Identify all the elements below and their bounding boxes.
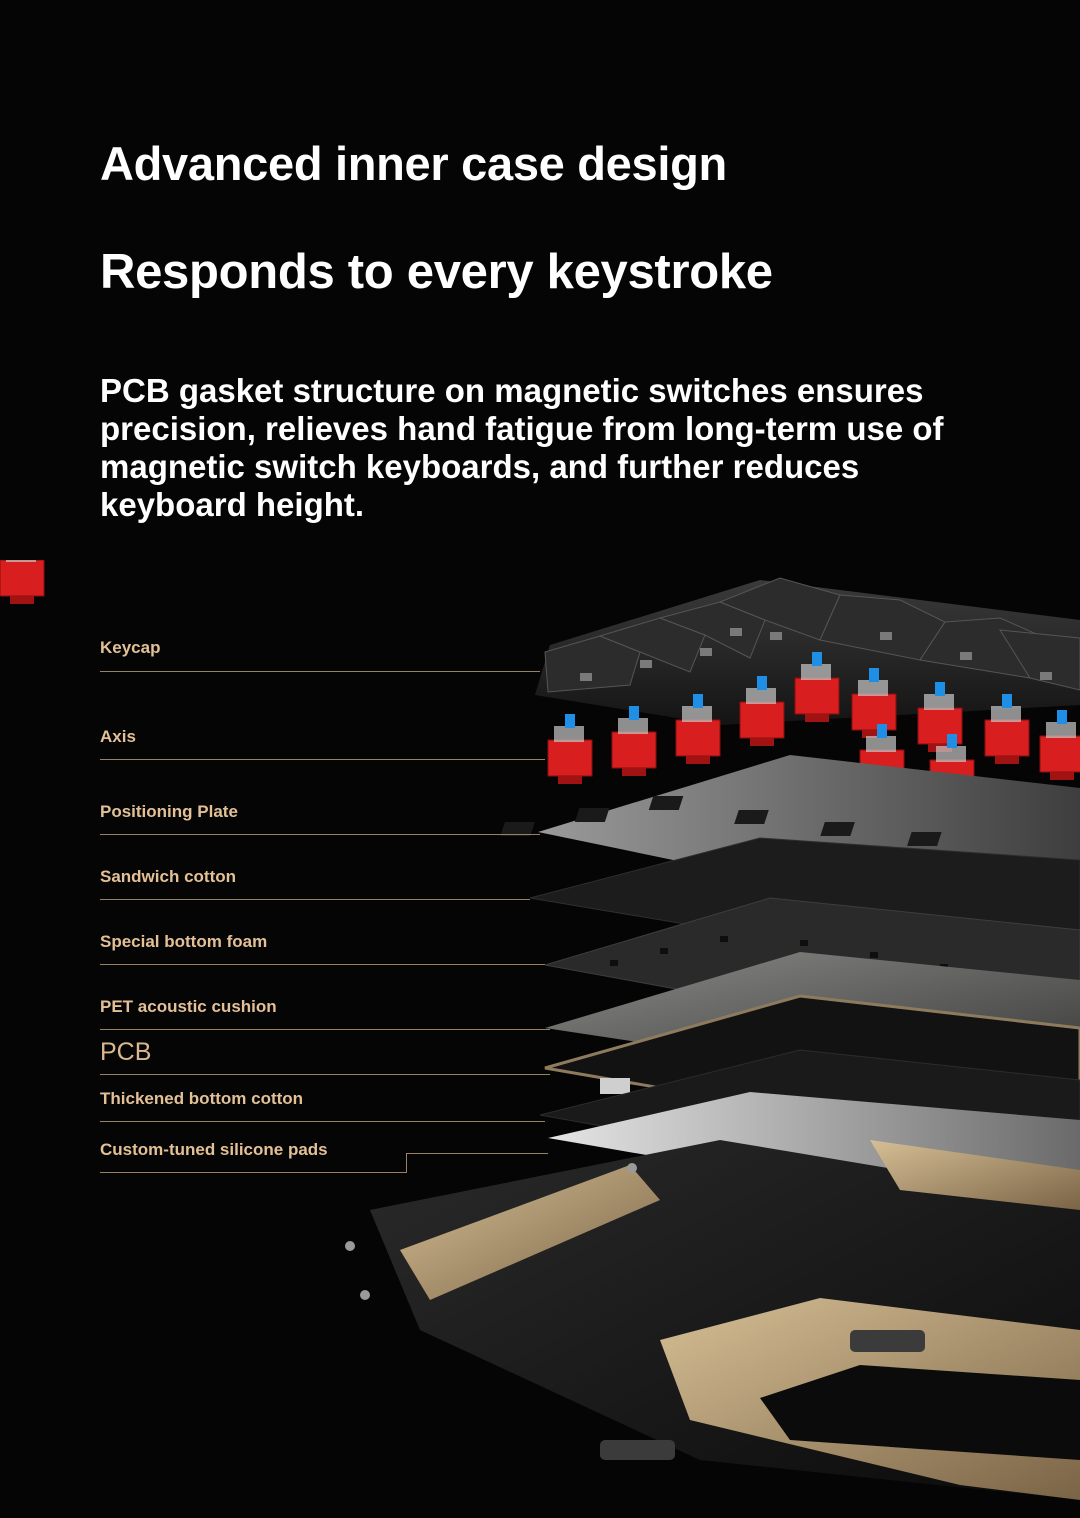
layer-label-positioning-plate: Positioning Plate (100, 802, 238, 821)
headline-primary: Advanced inner case design (100, 137, 727, 190)
leader-line-sandwich-cotton (100, 899, 530, 900)
leader-line-silicone-pads (100, 1172, 407, 1173)
feature-description: PCB gasket structure on magnetic switche… (100, 372, 944, 523)
layer-label-pcb: PCB (100, 1038, 152, 1066)
leader-line-pcb (100, 1074, 550, 1075)
leader-line-pet-acoustic-cushion (100, 1029, 550, 1030)
leader-line-keycap (100, 671, 540, 672)
leader-line-axis (100, 759, 545, 760)
exploded-keyboard-illustration (0, 560, 1080, 1500)
switch-layer (0, 560, 1080, 805)
layer-label-pet-acoustic-cushion: PET acoustic cushion (100, 997, 277, 1016)
case-layer (345, 1140, 1080, 1500)
leader-line-silicone-pads-upper (406, 1153, 548, 1154)
layer-label-keycap: Keycap (100, 638, 161, 657)
headline-secondary: Responds to every keystroke (100, 245, 773, 299)
leader-line-positioning-plate (100, 834, 540, 835)
layer-label-axis: Axis (100, 727, 136, 746)
layer-label-sandwich-cotton: Sandwich cotton (100, 867, 236, 886)
leader-line-silicone-pads-riser (406, 1153, 407, 1173)
layer-label-special-bottom-foam: Special bottom foam (100, 932, 268, 951)
layer-label-silicone-pads: Custom-tuned silicone pads (100, 1140, 328, 1159)
leader-line-special-bottom-foam (100, 964, 545, 965)
keycap-layer (535, 577, 1080, 725)
leader-line-thickened-bottom-cotton (100, 1121, 545, 1122)
layer-label-thickened-bottom-cotton: Thickened bottom cotton (100, 1089, 304, 1108)
